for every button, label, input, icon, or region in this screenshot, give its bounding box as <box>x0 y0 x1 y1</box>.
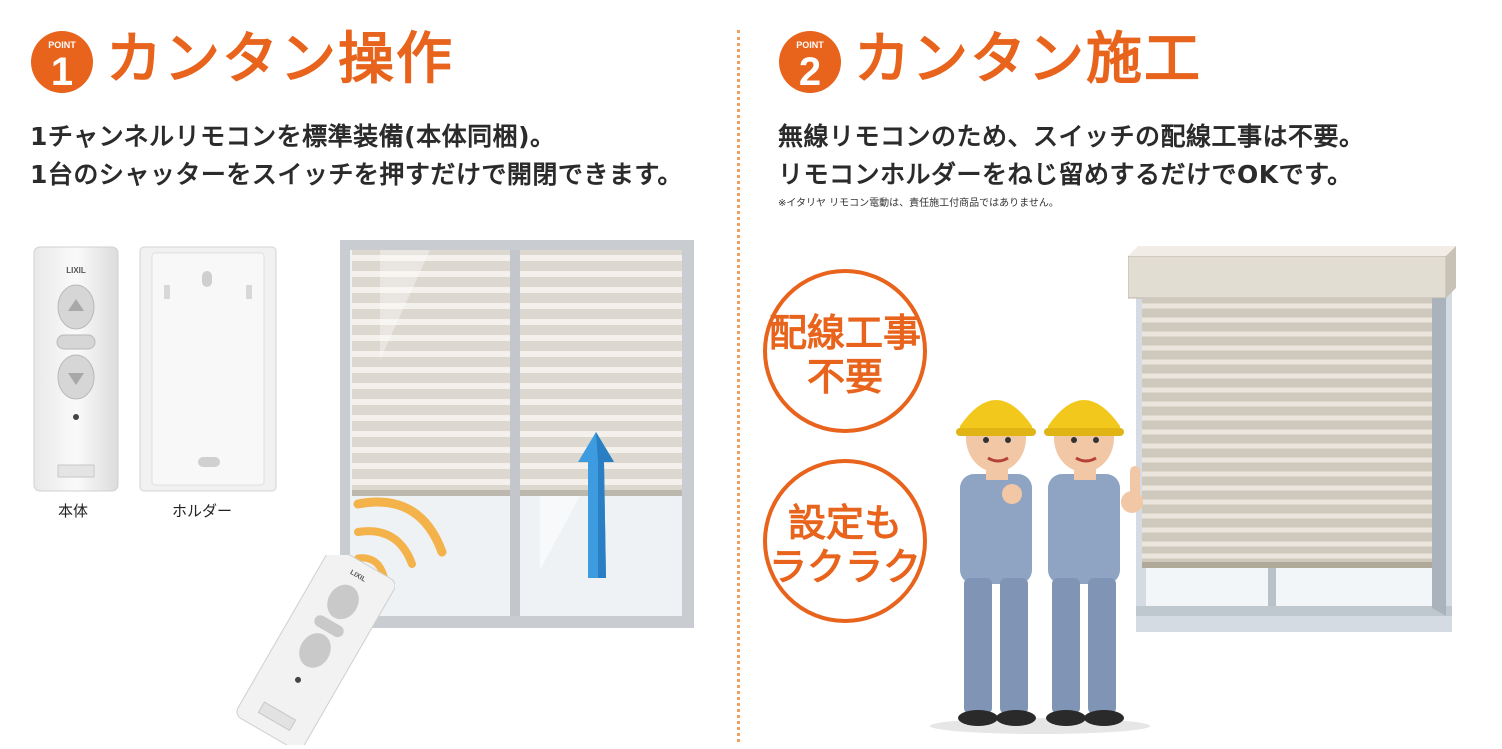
point2-badge-number: 2 <box>799 50 821 94</box>
shutter-up-arrow-icon <box>578 432 614 580</box>
point2-title: カンタン施工 <box>854 27 1202 92</box>
point1-badge-label: POINT <box>48 40 76 50</box>
remote-caption: 本体 <box>58 502 89 520</box>
point2-note: ※イタリヤ リモコン電動は、責任施工付商品ではありません。 <box>778 198 1059 209</box>
signal-waves-icon <box>350 492 460 602</box>
worker-left-figure <box>956 400 1036 726</box>
remote-holder-image <box>138 245 278 493</box>
remote-control-image: LIXIL <box>32 245 120 493</box>
point1-description: 1チャンネルリモコンを標準装備(本体同梱)。 1台のシャッターをスイッチを押すだ… <box>30 118 683 194</box>
point2-desc-line1: 無線リモコンのため、スイッチの配線工事は不要。 <box>778 122 1365 151</box>
section-divider <box>737 30 740 742</box>
installed-shutter-illustration <box>1127 246 1458 634</box>
wiring-badge-line1: 配線工事 <box>769 313 921 355</box>
remote-in-use-image: LIXIL <box>225 547 396 749</box>
easy-setup-badge: 設定も ラクラク <box>760 456 930 626</box>
shutter-slats <box>352 250 682 496</box>
point2-badge: POINT 2 <box>778 30 842 94</box>
point1-desc-line2: 1台のシャッターをスイッチを押すだけで開閉できます。 <box>30 160 683 189</box>
worker-right-figure <box>1044 400 1143 726</box>
point2-badge-label: POINT <box>796 40 824 50</box>
point1-badge: POINT 1 <box>30 30 94 94</box>
point1-desc-line1: 1チャンネルリモコンを標準装備(本体同梱)。 <box>30 122 556 151</box>
point1-badge-number: 1 <box>51 50 73 94</box>
remote-brand-logo: LIXIL <box>66 266 86 275</box>
holder-caption: ホルダー <box>172 502 233 520</box>
setup-badge-line2: ラクラク <box>769 547 921 589</box>
wiring-badge-line2: 不要 <box>807 357 883 399</box>
point2-desc-line2: リモコンホルダーをねじ留めするだけでOKです。 <box>778 160 1353 189</box>
setup-badge-line1: 設定も <box>788 503 902 545</box>
workers-illustration <box>920 378 1160 738</box>
wiring-not-required-badge: 配線工事 不要 <box>760 266 930 436</box>
point1-title: カンタン操作 <box>106 27 454 92</box>
point2-description: 無線リモコンのため、スイッチの配線工事は不要。 リモコンホルダーをねじ留めするだ… <box>778 118 1365 194</box>
